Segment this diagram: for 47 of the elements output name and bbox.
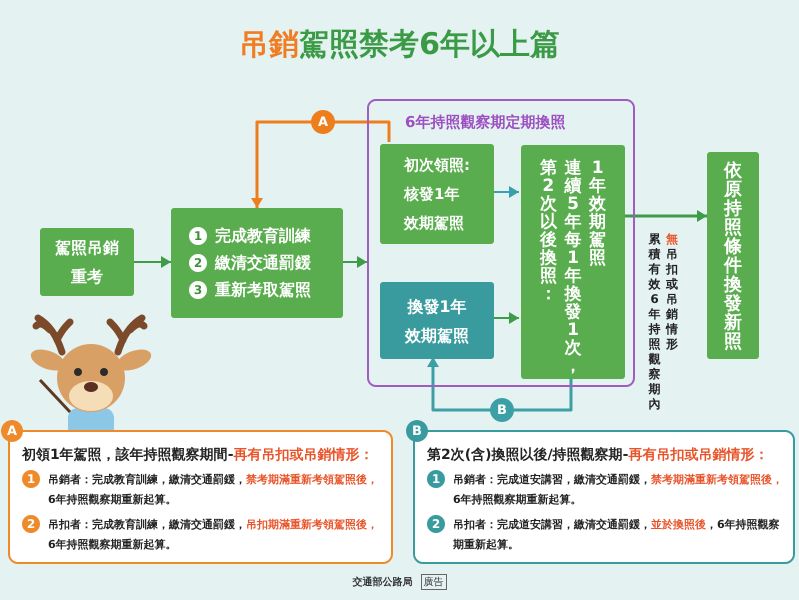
process-box [521,145,625,379]
box-text: 依原持照條件換發新照 [723,160,743,350]
box-text: 1年效期駕照 [588,159,608,267]
box-text: 重新考取駕照 [215,280,311,300]
number-badge: 2 [427,515,445,533]
condition-text: 無 吊扣或吊銷情形 [665,232,678,353]
box-text: 完成教育訓練 [215,226,311,246]
arrow [343,256,367,268]
rule-text: 吊銷者：完成道安講習，繳清交通罰鍰，禁考期滿重新考領駕照後， 6年持照觀察期重新起算。 [453,472,784,508]
group-frame [367,99,635,387]
number-badge: 1 [427,470,445,488]
arrow [427,357,572,412]
panel-heading: 初領1年駕照，該年持照觀察期間-再有吊扣或吊銷情形： [22,446,375,464]
arrow [492,186,519,198]
process-box [707,152,759,359]
panel-badge: A [1,420,23,442]
process-box [171,208,343,318]
number-badge: 1 [22,470,40,488]
group-title: 6年持照觀察期定期換照 [405,113,566,132]
panel-heading: 第2次(含)換照以後/持照觀察期-再有吊扣或吊銷情形： [427,446,770,464]
arrow [623,210,707,222]
title: 吊銷駕照禁考6年以上篇 [238,26,561,64]
edge-label: B [490,398,514,422]
ad-tag: 廣告 [420,574,446,590]
box-text: 第2次以後換照： [538,159,558,303]
process-box [40,228,134,296]
number-badge: 2 [189,254,207,272]
arrow [492,312,519,324]
process-box [380,282,494,359]
rule-text: 吊銷者：完成教育訓練，繳清交通罰鍰，禁考期滿重新考領駕照後， 6年持照觀察期重新起算。 [48,472,379,508]
box-text: 初次領照:核發1年效期駕照 [404,154,470,234]
edge-label: A [311,110,335,134]
rule-text: 吊扣者：完成教育訓練，繳清交通罰鍰，吊扣期滿重新考領駕照後， 6年持照觀察期重新起算。 [48,517,379,553]
condition-text: 累積有效6年持照觀察期內 [648,232,662,412]
arrow [251,120,390,208]
number-badge: 2 [22,515,40,533]
process-box [380,144,494,244]
box-text: 駕照吊銷重考 [54,237,120,288]
rule-text: 吊扣者：完成道安講習，繳清交通罰鍰，並於換照後，6年持照觀察期重新起算。 [453,517,781,553]
panel-badge: B [406,420,428,442]
number-badge: 3 [189,281,207,299]
box-text: 繳清交通罰鍰 [215,252,311,274]
number-badge: 1 [189,227,207,245]
agency-name: 交通部公路局 [352,575,412,589]
box-text: 換發1年效期駕照 [404,296,470,346]
arrow [134,256,171,268]
box-text: 連續5年每1年換發1次， [564,159,582,375]
